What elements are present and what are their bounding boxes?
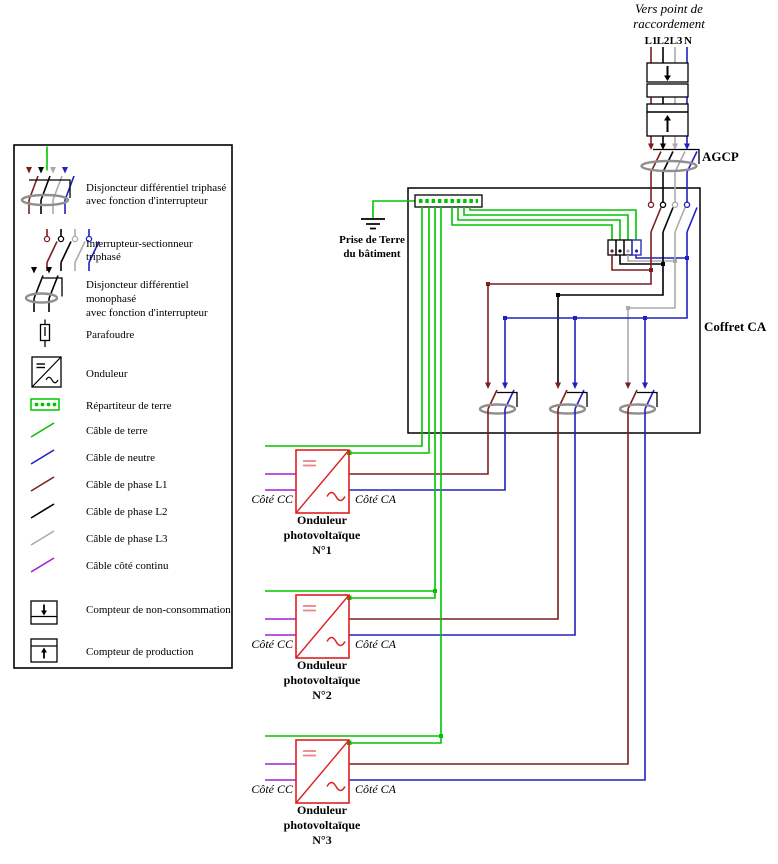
legend-item-label: Câble de phase L3 <box>86 533 168 545</box>
legend-symbol-interrupteur-sectionneur <box>43 229 100 271</box>
inverter-2-name: Onduleur <box>297 658 348 672</box>
legend-symbol-repartiteur-terre <box>30 398 60 411</box>
coffret-ca-box <box>407 187 701 434</box>
coffret-entry-wires <box>650 172 688 202</box>
ac-side-label: Côté CA <box>355 637 397 651</box>
meter-production <box>646 103 689 137</box>
parafoudre-4 <box>631 239 642 256</box>
phase-label-l3: L3 <box>670 35 683 47</box>
inverter-1-phase-wire <box>349 409 489 475</box>
parafoudres <box>607 239 689 272</box>
meter-non-consumption <box>646 62 689 98</box>
agcp-label: AGCP <box>702 149 739 164</box>
legend-item-label: Répartiteur de terre <box>86 400 172 412</box>
sectionneur-symbol <box>647 201 698 233</box>
inverter-2-earth-wire <box>351 207 436 599</box>
legend-symbol-compteur-production <box>30 638 58 663</box>
legend-symbol-disjoncteur-monophase <box>24 267 63 312</box>
ac-breaker-2 <box>548 382 588 415</box>
down-arrow-icon <box>664 75 671 81</box>
inverter-3: Côté CC Côté CA Onduleur photovoltaïque … <box>251 207 646 847</box>
parafoudre-2 <box>615 239 625 256</box>
inverter-3-symbol <box>295 739 350 804</box>
inverter-1-dc-earth-wire <box>265 207 423 447</box>
legend-symbol-compteur-non-consommation <box>30 600 58 625</box>
inverter-1-earth-wire <box>351 207 430 454</box>
legend-item-label: avec fonction d'interrupteur <box>86 195 208 207</box>
legend-item-label: Compteur de non-consommation <box>86 604 231 616</box>
legend: Disjoncteur différentiel triphasé avec f… <box>13 144 233 669</box>
grid-connection-header: Vers point de raccordement L1 L2 L3 N <box>633 1 705 47</box>
dc-side-label: Côté CC <box>251 782 294 796</box>
inverter-2-name: N°2 <box>312 688 331 702</box>
legend-symbol-cable-terre <box>30 422 55 438</box>
legend-symbol-cable-continu <box>30 557 55 573</box>
legend-item-label: Parafoudre <box>86 329 134 341</box>
legend-item-label: avec fonction d'interrupteur <box>86 307 208 319</box>
inverter-1-name: photovoltaïque <box>284 528 361 542</box>
phase-label-l2: L2 <box>657 35 670 47</box>
parafoudre-3 <box>623 239 633 256</box>
grid-feed-wires <box>650 47 688 144</box>
inverter-2-name: photovoltaïque <box>284 673 361 687</box>
earth-connection: Prise de Terre du bâtiment <box>339 200 415 260</box>
legend-item-label: Câble de neutre <box>86 452 155 464</box>
earth-wires-to-parafoudres <box>451 207 637 240</box>
inverter-2-phase-wire <box>349 409 559 620</box>
connection-point-title: Vers point de <box>635 1 703 16</box>
agcp-breaker-symbol <box>640 143 700 173</box>
ac-breaker-3 <box>618 382 658 415</box>
parafoudre-1 <box>607 239 617 256</box>
inverter-3-earth-wire <box>351 207 442 744</box>
legend-symbol-cable-l1 <box>30 476 55 492</box>
legend-item-label: monophasé <box>86 293 136 305</box>
legend-item-label: Câble de terre <box>86 425 148 437</box>
inverter-2-neutral-wire <box>349 409 576 636</box>
inverter-1: Côté CC Côté CA Onduleur photovoltaïque … <box>251 207 506 557</box>
ac-side-label: Côté CA <box>355 782 397 796</box>
inverter-2-symbol <box>295 594 350 659</box>
legend-item-label: Câble de phase L1 <box>86 479 168 491</box>
phase-buses <box>486 232 688 383</box>
inverter-1-symbol <box>295 449 350 514</box>
phase-label-n: N <box>684 35 692 47</box>
legend-item-label: Compteur de production <box>86 646 194 658</box>
legend-item-label: Câble côté continu <box>86 560 169 572</box>
inverter-1-neutral-wire <box>349 409 506 491</box>
legend-item-label: Disjoncteur différentiel triphasé <box>86 182 226 194</box>
legend-box <box>13 144 233 669</box>
inverter-3-name: Onduleur <box>297 803 348 817</box>
ac-breaker-1 <box>478 382 518 415</box>
coffret-ca-label: Coffret CA <box>704 319 767 334</box>
legend-symbol-cable-l3 <box>30 530 55 546</box>
dc-side-label: Côté CC <box>251 492 294 506</box>
legend-symbol-disjoncteur-triphase <box>20 146 75 214</box>
earth-label: Prise de Terre <box>339 234 405 246</box>
phase-label-l1: L1 <box>645 35 658 47</box>
dc-side-label: Côté CC <box>251 637 294 651</box>
inverter-1-name: N°1 <box>312 543 331 557</box>
legend-symbol-cable-l2 <box>30 503 55 519</box>
legend-symbol-cable-neutre <box>30 449 55 465</box>
inverter-3-neutral-wire <box>349 409 646 781</box>
legend-item-label: Interrupteur-sectionneur <box>86 238 193 250</box>
legend-symbol-onduleur <box>31 356 62 388</box>
legend-item-label: Câble de phase L2 <box>86 506 168 518</box>
earth-distribution-block <box>414 194 483 208</box>
legend-item-label: Disjoncteur différentiel <box>86 279 189 291</box>
ac-side-label: Côté CA <box>355 492 397 506</box>
inverter-1-name: Onduleur <box>297 513 348 527</box>
inverter-2: Côté CC Côté CA Onduleur photovoltaïque … <box>251 207 576 702</box>
up-arrow-icon <box>664 115 671 121</box>
earth-label: du bâtiment <box>343 248 400 260</box>
inverter-3-phase-wire <box>349 409 629 765</box>
connection-point-title: raccordement <box>633 16 705 31</box>
inverter-3-name: N°3 <box>312 833 331 847</box>
legend-symbol-parafoudre <box>39 319 51 347</box>
legend-item-label: Onduleur <box>86 368 128 380</box>
inverter-3-name: photovoltaïque <box>284 818 361 832</box>
legend-item-label: triphasé <box>86 251 121 263</box>
